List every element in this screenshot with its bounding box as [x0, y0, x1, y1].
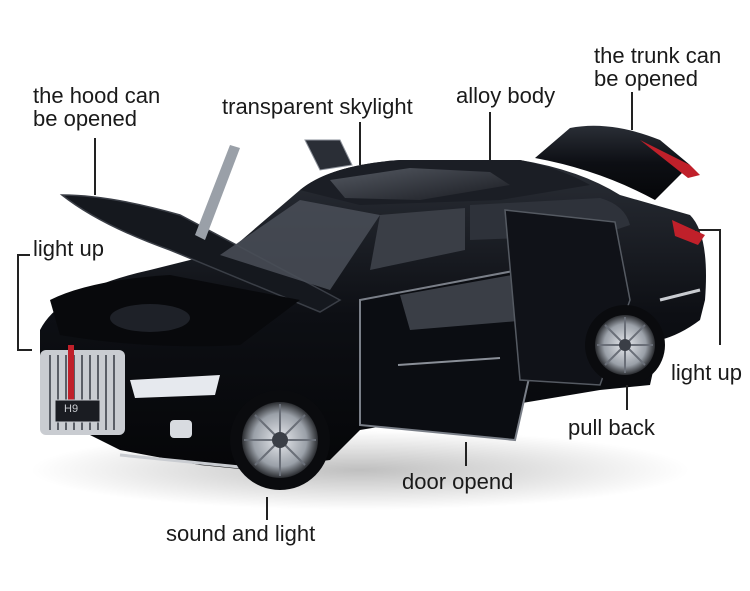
skylight-glass: [330, 168, 510, 200]
label-pull-back: pull back: [568, 415, 655, 440]
label-hood-line2: be opened: [33, 106, 137, 131]
open-hood: [59, 194, 342, 313]
taillight: [672, 220, 705, 245]
windshield: [220, 200, 380, 290]
grille-badge: H9: [64, 403, 79, 415]
label-trunk-line2: be opened: [594, 66, 698, 91]
leader-light-left: [17, 254, 32, 351]
leader-light-right: [695, 229, 721, 345]
label-trunk-line1: the trunk can: [594, 43, 722, 68]
label-alloy-body: alloy body: [456, 83, 556, 108]
label-skylight: transparent skylight: [222, 94, 413, 119]
front-plate: [54, 399, 101, 423]
trunk-lid: [535, 125, 690, 200]
label-light-up-right: light up: [671, 360, 742, 385]
headlight: [130, 375, 220, 398]
label-light-up-left: light up: [33, 236, 104, 261]
label-door-opend: door opend: [402, 469, 514, 494]
label-sound-and-light: sound and light: [166, 521, 316, 546]
label-hood-line1: the hood can: [33, 83, 161, 108]
